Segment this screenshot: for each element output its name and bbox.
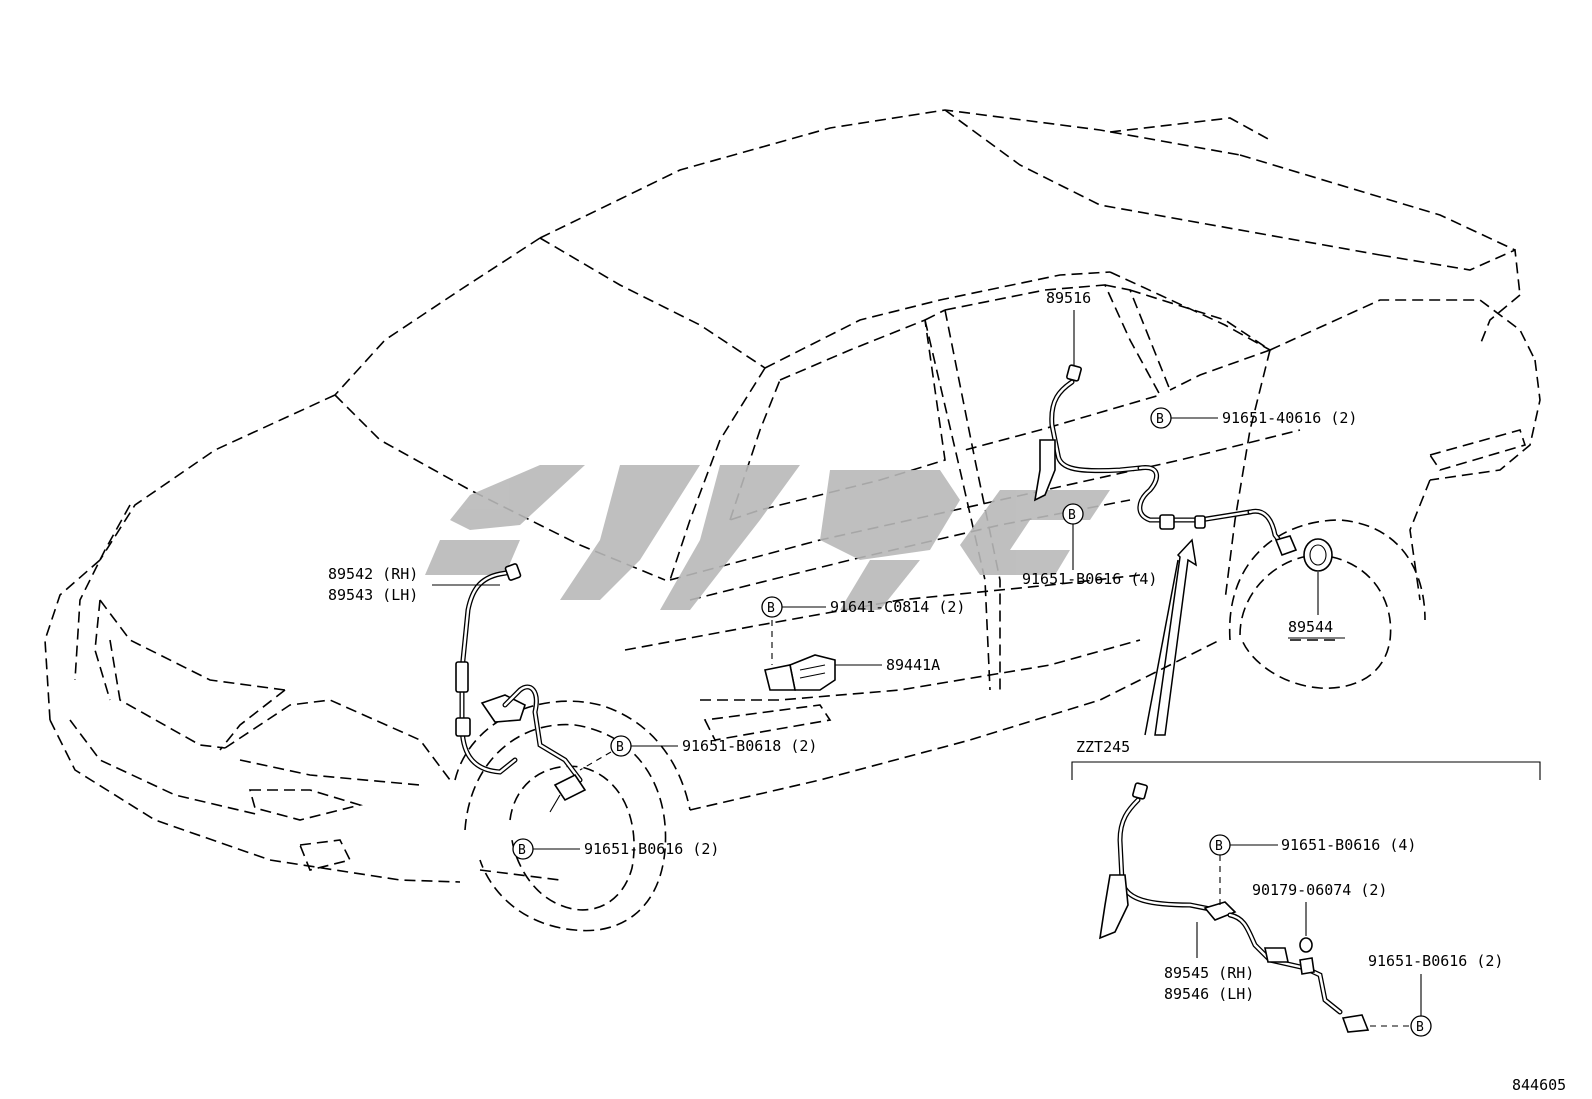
watermark-logo [425,465,1110,610]
rear-speed-sensor-89516 [1033,364,1333,736]
bolt-bubble-icon: B [1410,1015,1432,1037]
inset-label-90179-06074: 90179-06074 (2) [1252,881,1387,899]
svg-text:B: B [1156,412,1164,427]
sensor-module-89441a [764,620,836,691]
svg-text:B: B [616,740,624,755]
label-89542: 89542 (RH) [328,565,418,583]
label-91651-b0616-4: 91651-B0616 (4) [1022,570,1157,588]
inset-label-91651-b0616-4: 91651-B0616 (4) [1281,836,1416,854]
label-91651-b0616-2: 91651-B0616 (2) [584,840,719,858]
svg-text:B: B [1068,508,1076,523]
label-89441a: 89441A [886,656,940,674]
bolt-bubble-icon: B [610,735,632,757]
label-91651-40616: 91651-40616 (2) [1222,409,1357,427]
label-91641-c0814: 91641-C0814 (2) [830,598,965,616]
svg-text:B: B [1416,1020,1424,1035]
bolt-bubble-icon: B [512,838,534,860]
inset-title: ZZT245 [1076,738,1130,756]
front-speed-sensor-89542 [455,563,587,813]
svg-text:B: B [1215,839,1223,854]
illustration-id: 844605 [1512,1076,1566,1094]
inset-zzt245: ZZT245 B 91651-B0616 (4) 90179-06074 (2)… [1071,738,1541,1037]
inset-label-89546: 89546 (LH) [1164,985,1254,1003]
label-89544: 89544 [1288,618,1333,636]
inset-label-89545: 89545 (RH) [1164,964,1254,982]
label-89516: 89516 [1046,289,1091,307]
svg-text:B: B [767,601,775,616]
car-body-outline [44,109,1541,932]
bolt-bubble-icon: B [1150,407,1172,429]
bolt-bubble-icon: B [1062,503,1084,525]
label-91651-b0618: 91651-B0618 (2) [682,737,817,755]
bolt-bubble-icon: B [761,596,783,618]
bolt-bubble-icon: B [1209,834,1231,856]
svg-text:B: B [518,843,526,858]
callouts: 89516 B 91651-40616 (2) B 91651-B0616 (4… [328,289,1357,860]
label-89543: 89543 (LH) [328,586,418,604]
inset-label-91651-b0616-2: 91651-B0616 (2) [1368,952,1503,970]
